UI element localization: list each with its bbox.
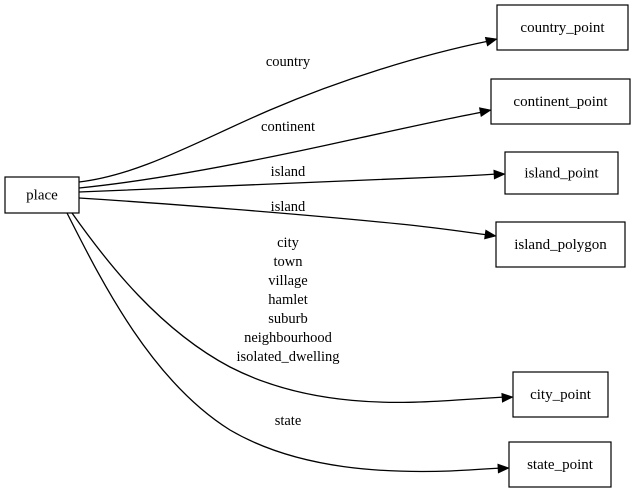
node-city_point[interactable]: city_point xyxy=(512,371,609,418)
arrowhead-icon xyxy=(501,392,514,403)
node-label-country_point: country_point xyxy=(520,20,605,36)
node-continent_point[interactable]: continent_point xyxy=(490,78,631,125)
edge-label-line: island xyxy=(271,199,306,215)
nodes-layer: place country_point continent_point island_… xyxy=(4,4,631,488)
node-place[interactable]: place xyxy=(4,176,80,214)
edge-place-to-city_point[interactable] xyxy=(71,212,514,404)
edge-place-to-continent_point[interactable] xyxy=(78,106,492,189)
node-label-island_polygon: island_polygon xyxy=(514,237,607,253)
edge-label-line: neighbourhood xyxy=(244,330,333,346)
node-label-island_point: island_point xyxy=(524,165,599,181)
edge-path-state_point[interactable] xyxy=(66,212,502,473)
edge-label-line: village xyxy=(268,273,307,289)
node-box-continent_point[interactable] xyxy=(490,78,631,125)
edge-labels-layer: country continent island island city town vill… xyxy=(236,54,339,429)
node-country_point[interactable]: country_point xyxy=(496,4,629,51)
edge-label-city_point: city town village hamlet suburb neighbourhood… xyxy=(236,235,339,365)
edge-place-to-island_polygon[interactable] xyxy=(78,197,497,240)
edge-place-to-country_point[interactable] xyxy=(78,35,498,183)
arrowhead-icon xyxy=(493,169,506,180)
edge-label-line: hamlet xyxy=(268,292,307,308)
node-state_point[interactable]: state_point xyxy=(508,441,612,488)
node-label-city_point: city_point xyxy=(530,387,592,403)
edge-label-line: country xyxy=(266,54,311,70)
edge-label-line: suburb xyxy=(268,311,307,327)
edge-label-continent_point: continent xyxy=(261,119,315,135)
edge-path-island_point[interactable] xyxy=(78,173,498,193)
edge-place-to-state_point[interactable] xyxy=(66,212,510,474)
arrowhead-icon xyxy=(484,36,498,47)
edge-label-country_point: country xyxy=(266,54,311,70)
arrowhead-icon xyxy=(478,107,492,118)
node-label-continent_point: continent_point xyxy=(513,94,608,110)
node-box-city_point[interactable] xyxy=(512,371,609,418)
edge-label-line: isolated_dwelling xyxy=(236,349,339,365)
edge-place-to-island_point[interactable] xyxy=(78,169,506,193)
edge-label-line: state xyxy=(275,413,302,429)
node-box-country_point[interactable] xyxy=(496,4,629,51)
node-box-place[interactable] xyxy=(4,176,80,214)
edge-label-island_point: island xyxy=(271,164,306,180)
edge-label-line: continent xyxy=(261,119,315,135)
edge-path-island_polygon[interactable] xyxy=(78,197,489,236)
edge-label-line: town xyxy=(274,254,304,270)
edge-path-country_point[interactable] xyxy=(78,40,490,183)
edge-label-state_point: state xyxy=(275,413,302,429)
node-box-island_polygon[interactable] xyxy=(495,221,626,268)
arrowhead-icon xyxy=(497,463,510,474)
node-label-state_point: state_point xyxy=(527,457,594,473)
edge-path-city_point[interactable] xyxy=(71,212,506,404)
edge-label-island_polygon: island xyxy=(271,199,306,215)
edge-label-line: island xyxy=(271,164,306,180)
node-island_point[interactable]: island_point xyxy=(504,151,619,195)
node-island_polygon[interactable]: island_polygon xyxy=(495,221,626,268)
arrowhead-icon xyxy=(484,229,497,240)
node-box-state_point[interactable] xyxy=(508,441,612,488)
edge-path-continent_point[interactable] xyxy=(78,111,484,189)
edge-label-line: city xyxy=(277,235,299,251)
edges-layer xyxy=(66,35,514,474)
node-box-island_point[interactable] xyxy=(504,151,619,195)
node-label-place: place xyxy=(26,187,58,203)
